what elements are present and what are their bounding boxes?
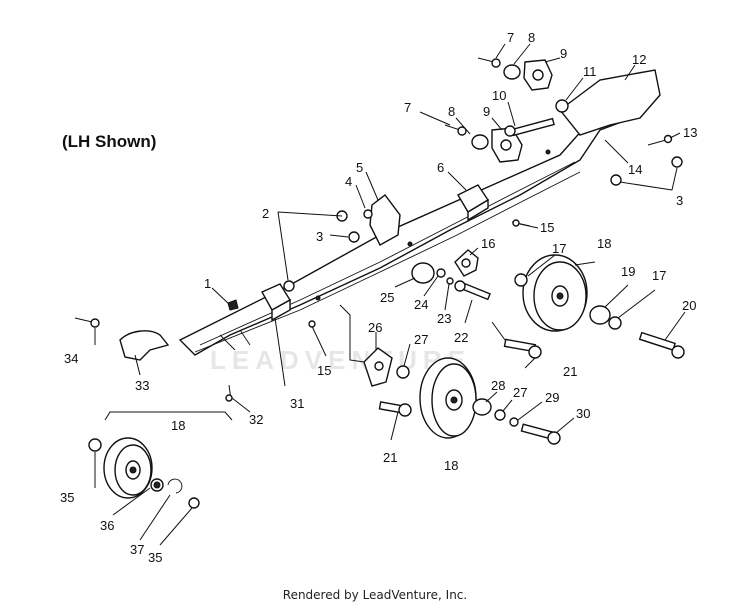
callout-27: 27 (513, 385, 527, 400)
upper-hardware-b (444, 124, 523, 163)
callout-36: 36 (100, 518, 114, 533)
callout-8: 8 (448, 104, 455, 119)
callout-21: 21 (383, 450, 397, 465)
bolt-20 (638, 331, 685, 359)
washer-29 (509, 417, 519, 427)
bracket-26 (363, 347, 393, 387)
callout-3: 3 (676, 193, 683, 208)
footer-credit: Rendered by LeadVenture, Inc. (282, 588, 468, 602)
diagram-title: (LH Shown) (62, 132, 157, 151)
callout-10: 10 (492, 88, 506, 103)
callout-19: 19 (621, 264, 635, 279)
callout-11: 11 (583, 64, 597, 79)
callout-13: 13 (683, 125, 697, 140)
bolt-21-upper (503, 338, 542, 359)
callout-22: 22 (454, 330, 468, 345)
nut-11 (555, 99, 569, 113)
callout-7: 7 (507, 30, 514, 45)
bolt-22 (454, 280, 491, 301)
leader-lines (94, 43, 686, 546)
washer-17-a (514, 273, 528, 287)
callout-8: 8 (528, 30, 535, 45)
watermark: LEADVENTURE (210, 345, 472, 375)
spacer-25 (411, 262, 435, 284)
callout-28: 28 (491, 378, 505, 393)
upper-hardware-a (477, 57, 553, 91)
callout-14: 14 (628, 162, 642, 177)
callout-37: 37 (130, 542, 144, 557)
washer-23 (446, 277, 454, 285)
nut-3-front (348, 231, 360, 243)
callout-34: 34 (64, 351, 78, 366)
callout-17: 17 (552, 241, 566, 256)
callout-1: 1 (204, 276, 211, 291)
washer-27-b (494, 409, 506, 421)
callout-35: 35 (148, 550, 162, 565)
callout-23: 23 (437, 311, 451, 326)
nut-3-rear (671, 156, 683, 168)
rear-bracket (559, 69, 661, 136)
callout-33: 33 (135, 378, 149, 393)
spacer-block-31 (261, 283, 291, 322)
washer-27-a (396, 365, 410, 379)
callout-4: 4 (345, 174, 352, 189)
callout-29: 29 (545, 390, 559, 405)
callout-18: 18 (171, 418, 185, 433)
washer-24 (436, 268, 446, 278)
bolt-21-lower (378, 401, 412, 417)
screw-15-upper (511, 219, 531, 227)
nut-14 (610, 174, 622, 186)
callout-9: 9 (483, 104, 490, 119)
spacer-block-6 (457, 184, 489, 222)
callout-30: 30 (576, 406, 590, 421)
spacer-28 (472, 398, 492, 416)
callout-16: 16 (481, 236, 495, 251)
callout-12: 12 (632, 52, 646, 67)
callout-26: 26 (368, 320, 382, 335)
idler-wheel-upper (522, 254, 588, 332)
callout-35: 35 (60, 490, 74, 505)
callout-21: 21 (563, 364, 577, 379)
screw-15-lower (308, 320, 327, 357)
callout-31: 31 (290, 396, 304, 411)
bolt-30 (520, 423, 561, 445)
bolt-32 (225, 384, 233, 402)
callout-6: 6 (437, 160, 444, 175)
callout-20: 20 (682, 298, 696, 313)
axle-bracket-16 (454, 249, 479, 277)
callout-labels: 7 8 9 12 11 10 7 8 9 13 14 3 6 5 4 2 3 1… (60, 30, 697, 565)
nut-4 (363, 209, 373, 219)
spacer-19 (589, 305, 611, 325)
callout-2: 2 (262, 206, 269, 221)
mount-plate (369, 194, 401, 246)
washer-17-b (608, 316, 622, 330)
bolt-10 (504, 117, 555, 137)
callout-18: 18 (597, 236, 611, 251)
idler-wheel-lower (419, 357, 477, 439)
bolt-13 (647, 134, 673, 146)
callout-17: 17 (652, 268, 666, 283)
callout-25: 25 (380, 290, 394, 305)
pin-1 (227, 299, 239, 311)
wheel-assembly-detail (88, 411, 233, 509)
callout-24: 24 (414, 297, 428, 312)
callout-9: 9 (560, 46, 567, 61)
bolt-34 (74, 317, 100, 328)
callout-3: 3 (316, 229, 323, 244)
callout-5: 5 (356, 160, 363, 175)
front-tip (119, 330, 170, 361)
callout-27: 27 (414, 332, 428, 347)
callout-7: 7 (404, 100, 411, 115)
callout-15: 15 (540, 220, 554, 235)
callout-15: 15 (317, 363, 331, 378)
callout-32: 32 (249, 412, 263, 427)
callout-18: 18 (444, 458, 458, 473)
nut-2-lower (283, 280, 295, 292)
